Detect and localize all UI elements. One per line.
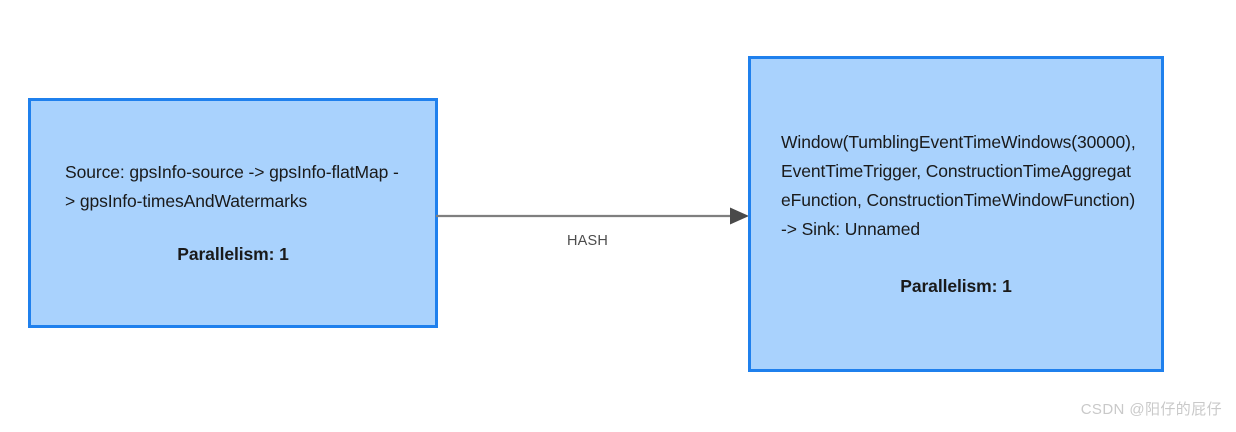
operator-node-window-parallelism: Parallelism: 1 — [900, 275, 1012, 296]
operator-node-window-description: Window(TumblingEventTimeWindows(30000), … — [781, 131, 1136, 239]
csdn-watermark: CSDN @阳仔的屁仔 — [1080, 401, 1222, 418]
edge-label-hash: HASH — [566, 233, 609, 249]
operator-node-source[interactable]: Source: gpsInfo-source -> gpsInfo-flatMa… — [28, 98, 438, 328]
operator-node-window[interactable]: Window(TumblingEventTimeWindows(30000), … — [748, 56, 1164, 372]
edge-source-to-window[interactable]: HASH — [436, 196, 750, 266]
edge-arrow-icon — [436, 207, 749, 225]
operator-node-source-description: Source: gpsInfo-source -> gpsInfo-flatMa… — [65, 161, 399, 211]
operator-node-source-parallelism: Parallelism: 1 — [177, 243, 289, 264]
